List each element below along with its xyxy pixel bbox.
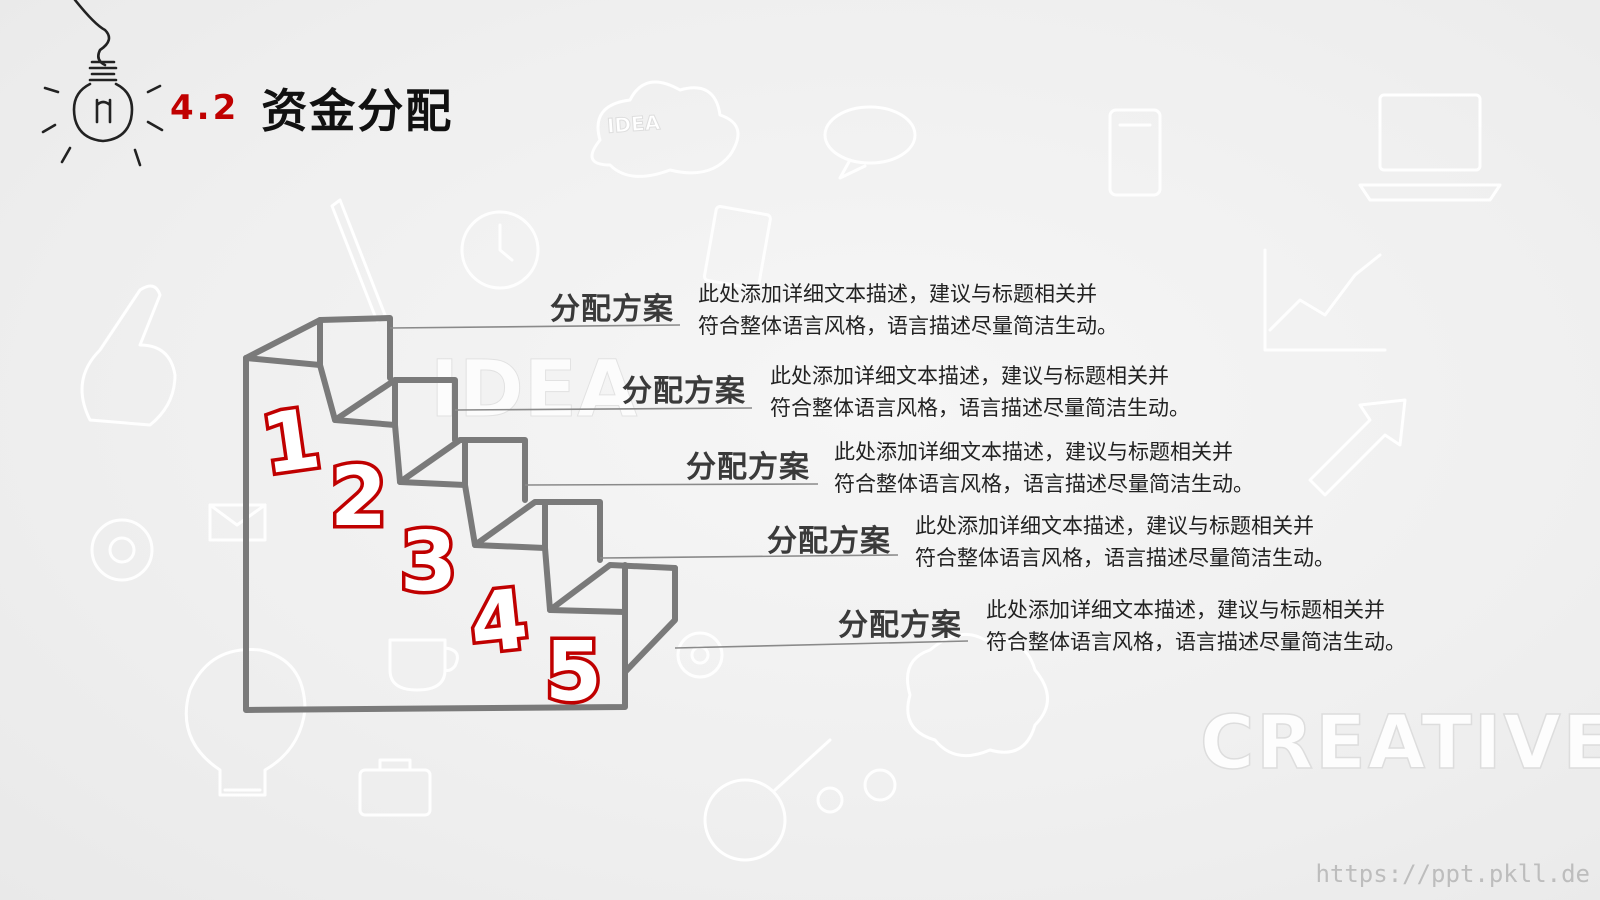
step-number-3: 3 (400, 515, 457, 610)
gear-doodle-icon (676, 631, 724, 679)
plan-item-3: 分配方案 此处添加详细文本描述，建议与标题相关并 符合整体语言风格，语言描述尽量… (686, 436, 1254, 500)
idea-large-word: IDEA (429, 345, 638, 436)
magnifier-doodle-icon (703, 778, 787, 862)
step-number-1: 1 (256, 391, 326, 493)
plan-description: 此处添加详细文本描述，建议与标题相关并 符合整体语言风格，语言描述尽量简洁生动。 (986, 594, 1406, 658)
plan-item-4: 分配方案 此处添加详细文本描述，建议与标题相关并 符合整体语言风格，语言描述尽量… (767, 510, 1335, 574)
connector-line-4 (599, 554, 899, 559)
plan-description-line-1: 此处添加详细文本描述，建议与标题相关并 (986, 598, 1385, 622)
plan-description-line-1: 此处添加详细文本描述，建议与标题相关并 (698, 282, 1097, 306)
watermark-url: https://ppt.pkll.de (1315, 860, 1590, 888)
arrow-doodle-icon (1308, 398, 1407, 497)
plan-label: 分配方案 (622, 374, 746, 409)
page-title: 4.2 资金分配 (170, 78, 453, 138)
connector-line-3 (524, 483, 819, 486)
hand-doodle-icon (80, 284, 177, 427)
title-text: 资金分配 (261, 84, 454, 138)
plan-description-line-2: 符合整体语言风格，语言描述尽量简洁生动。 (770, 396, 1190, 420)
coin-doodle-icon (863, 768, 897, 802)
plan-description: 此处添加详细文本描述，建议与标题相关并 符合整体语言风格，语言描述尽量简洁生动。 (770, 360, 1190, 424)
plan-label: 分配方案 (767, 524, 891, 559)
briefcase-doodle-icon (358, 768, 432, 817)
plan-label: 分配方案 (838, 608, 962, 643)
plan-description-line-2: 符合整体语言风格，语言描述尽量简洁生动。 (986, 630, 1406, 654)
plan-label: 分配方案 (550, 292, 674, 327)
at-sign-doodle-icon (90, 518, 154, 582)
plan-description-line-1: 此处添加详细文本描述，建议与标题相关并 (915, 514, 1314, 538)
brain-doodle-icon (906, 632, 1049, 758)
phone-doodle-icon (1108, 108, 1162, 197)
laptop-doodle-icon (1378, 93, 1482, 172)
plan-description-line-2: 符合整体语言风格，语言描述尽量简洁生动。 (834, 472, 1254, 496)
step-number-5: 5 (545, 625, 602, 720)
cloud-doodle-icon (590, 80, 740, 178)
plan-item-1: 分配方案 此处添加详细文本描述，建议与标题相关并 符合整体语言风格，语言描述尽量… (550, 278, 1118, 342)
notebook-doodle-icon (702, 205, 772, 291)
plan-description-line-2: 符合整体语言风格，语言描述尽量简洁生动。 (698, 314, 1118, 338)
lightbulb-icon (41, 0, 164, 167)
coffee-cup-doodle-icon (388, 638, 447, 692)
plan-description: 此处添加详细文本描述，建议与标题相关并 符合整体语言风格，语言描述尽量简洁生动。 (915, 510, 1335, 574)
plan-item-2: 分配方案 此处添加详细文本描述，建议与标题相关并 符合整体语言风格，语言描述尽量… (622, 360, 1190, 424)
speech-bubble-doodle-icon (823, 105, 917, 165)
envelope-doodle-icon (208, 503, 267, 542)
plan-label: 分配方案 (686, 450, 810, 485)
section-number: 4.2 (170, 88, 240, 128)
plan-description-line-2: 符合整体语言风格，语言描述尽量简洁生动。 (915, 546, 1335, 570)
chart-doodle-icon (1263, 248, 1387, 352)
connector-line-5 (674, 640, 969, 649)
clock-doodle-icon (460, 210, 540, 290)
plan-description-line-1: 此处添加详细文本描述，建议与标题相关并 (770, 364, 1169, 388)
step-number-2: 2 (330, 450, 387, 545)
step-number-4: 4 (465, 572, 532, 672)
connector-line-2 (454, 407, 753, 411)
connector-line-1 (389, 324, 681, 329)
plan-description: 此处添加详细文本描述，建议与标题相关并 符合整体语言风格，语言描述尽量简洁生动。 (698, 278, 1118, 342)
plan-item-5: 分配方案 此处添加详细文本描述，建议与标题相关并 符合整体语言风格，语言描述尽量… (838, 594, 1406, 658)
lightbulb-doodle-icon (184, 648, 307, 797)
plan-description: 此处添加详细文本描述，建议与标题相关并 符合整体语言风格，语言描述尽量简洁生动。 (834, 436, 1254, 500)
creative-word: CREATIVE (1199, 699, 1600, 787)
plan-description-line-1: 此处添加详细文本描述，建议与标题相关并 (834, 440, 1233, 464)
